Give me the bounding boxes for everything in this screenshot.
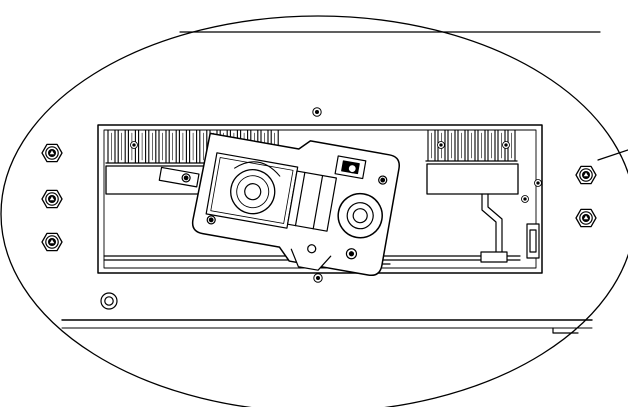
hex-screw-icon (575, 165, 597, 185)
heatsink-screw-icon (130, 141, 138, 149)
pulley-icon (337, 192, 383, 239)
leader-line (597, 149, 628, 161)
panel-screw-top-icon (312, 107, 322, 117)
heatsink-screw-icon (502, 141, 510, 149)
heatsink-right (425, 129, 518, 162)
left-screw-column (41, 143, 63, 252)
detail-callout-ellipse (0, 15, 628, 407)
hex-screw-icon (41, 189, 63, 209)
panel-screw-bottom-icon (313, 273, 323, 283)
hex-screw-icon (575, 208, 597, 228)
motor-bracket-assembly (158, 132, 400, 277)
cabinet-bottom-edge (61, 319, 593, 334)
cable-and-connector (480, 179, 542, 263)
round-screw-icon (100, 292, 118, 310)
right-screw-column (575, 165, 597, 228)
hex-screw-icon (41, 143, 63, 163)
small-screw-icon (534, 179, 542, 187)
small-screw-icon (521, 195, 529, 203)
hex-screw-icon (41, 232, 63, 252)
heatsink-screw-icon (437, 141, 445, 149)
terminal-block-right (426, 163, 519, 195)
